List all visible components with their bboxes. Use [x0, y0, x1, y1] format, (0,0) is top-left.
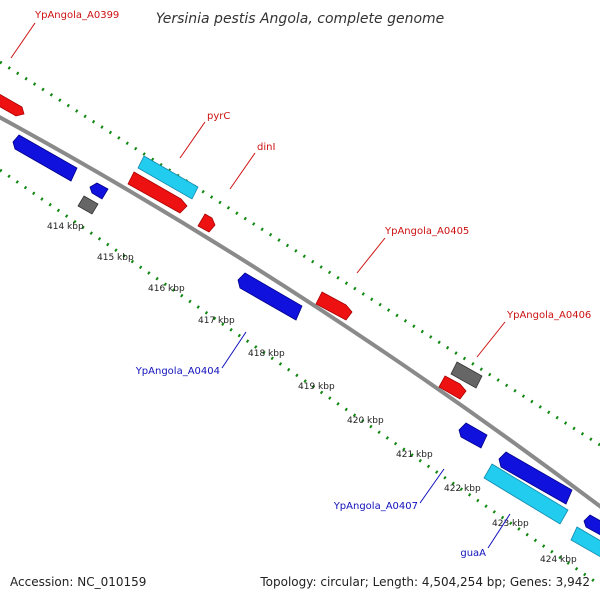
leader-line-pyrc	[179, 121, 206, 159]
kbp-label: 420 kbp	[347, 416, 384, 426]
kbp-label: 414 kbp	[47, 222, 84, 232]
kbp-label: 424 kbp	[540, 555, 577, 565]
gene-ypangola-a0406[interactable]	[438, 375, 467, 400]
gene-label-pyrc[interactable]: pyrC	[207, 111, 230, 122]
gene-ypangola-a0404[interactable]	[237, 272, 303, 321]
gene-guaa[interactable]	[498, 451, 573, 505]
leader-line-a0404	[221, 331, 247, 369]
kbp-label: 415 kbp	[97, 253, 134, 263]
genome-backbone	[0, 115, 600, 509]
gene-grey-a0406[interactable]	[450, 361, 483, 389]
forward-strand-genes	[0, 91, 467, 400]
gene-label-ypangola-a0406[interactable]: YpAngola_A0406	[506, 310, 591, 321]
map-title: Yersinia pestis Angola, complete genome	[156, 11, 445, 27]
gene-label-ypangola-a0405[interactable]: YpAngola_A0405	[384, 226, 469, 237]
leader-line-a0406	[476, 321, 506, 358]
leader-line-guaa	[487, 513, 511, 549]
gene-ypangola-a0399[interactable]	[0, 91, 25, 117]
kbp-label: 417 kbp	[198, 316, 235, 326]
kbp-label: 416 kbp	[148, 284, 185, 294]
gene-grey-414[interactable]	[77, 195, 99, 215]
leader-line-a0407	[419, 468, 445, 504]
gene-label-guaa[interactable]: guaA	[460, 548, 486, 559]
label-leader-lines	[10, 22, 511, 549]
gene-rna-424[interactable]	[570, 526, 600, 560]
gene-reverse-413[interactable]	[12, 134, 78, 182]
kbp-label: 419 kbp	[298, 382, 335, 392]
kbp-scale-labels: 414 kbp 415 kbp 416 kbp 417 kbp 418 kbp …	[47, 222, 577, 565]
kbp-label: 421 kbp	[396, 450, 433, 460]
gene-ypangola-a0407[interactable]	[458, 422, 488, 449]
gene-reverse-414[interactable]	[89, 182, 109, 200]
gene-ypangola-a0405[interactable]	[315, 291, 353, 321]
gene-pyrc[interactable]	[127, 171, 188, 214]
gene-pyrc-rna[interactable]	[137, 155, 199, 200]
gene-guaa-rna[interactable]	[483, 463, 569, 525]
gene-label-ypangola-a0404[interactable]: YpAngola_A0404	[135, 366, 220, 377]
gene-labels: YpAngola_A0399 pyrC dinI YpAngola_A0405 …	[34, 10, 591, 559]
reverse-strand-genes	[12, 134, 600, 560]
kbp-label: 418 kbp	[248, 349, 285, 359]
kbp-label: 422 kbp	[444, 484, 481, 494]
inner-tick-track	[0, 168, 600, 587]
gene-label-ypangola-a0407[interactable]: YpAngola_A0407	[333, 501, 418, 512]
other-genes	[77, 195, 483, 389]
gene-label-ypangola-a0399[interactable]: YpAngola_A0399	[34, 10, 119, 21]
gene-reverse-424[interactable]	[583, 514, 600, 538]
kbp-label: 423 kbp	[492, 519, 529, 529]
leader-line-a0399	[10, 22, 36, 59]
gene-label-dini[interactable]: dinI	[257, 142, 275, 153]
leader-line-a0405	[356, 237, 386, 274]
accession-text: Accession: NC_010159	[10, 575, 146, 589]
leader-line-dini	[229, 152, 256, 190]
genome-summary-text: Topology: circular; Length: 4,504,254 bp…	[259, 575, 590, 589]
gene-dini[interactable]	[197, 213, 216, 233]
